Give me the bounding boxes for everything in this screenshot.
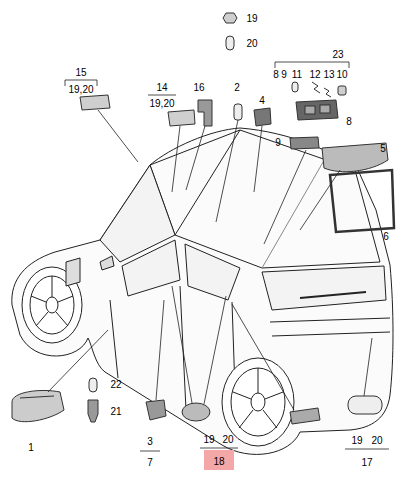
callout-number: 14 [156,82,167,93]
callout-number: 4 [259,95,265,106]
callout-number: 9 [275,137,281,148]
callout-number: 3 [147,436,153,447]
callout-number: 22 [110,379,121,390]
callout-number: 6 [383,231,389,242]
callout-number: 2 [234,82,240,93]
callout-number: 20 [371,435,382,446]
callout-number: 7 [147,457,153,468]
callout-number: 8 [346,116,352,127]
callout-number: 11 [292,69,302,80]
callout-number: 23 [332,49,343,60]
callout-number: 19 [246,13,257,24]
callout-number: 1 [28,442,34,453]
callout-number: 16 [193,82,204,93]
callout-number: 21 [110,406,121,417]
callout-number: 15 [75,67,86,78]
callout-number: 19,20 [68,84,93,95]
callout-number: 5 [380,143,386,154]
callout-number: 19 [351,435,362,446]
callout-number: 17 [361,457,372,468]
callout-number: 8 [273,69,279,80]
callout-number: 9 [281,69,287,80]
callout-number: 19 [203,434,214,445]
callout-number: 20 [246,38,257,49]
callout-number: 19,20 [149,98,174,109]
callout-number: 10 [336,69,347,80]
callout-number: 20 [222,434,233,445]
callout-number: 13 [323,69,334,80]
callout-number: 12 [309,69,320,80]
callout-number: 18 [213,456,224,467]
